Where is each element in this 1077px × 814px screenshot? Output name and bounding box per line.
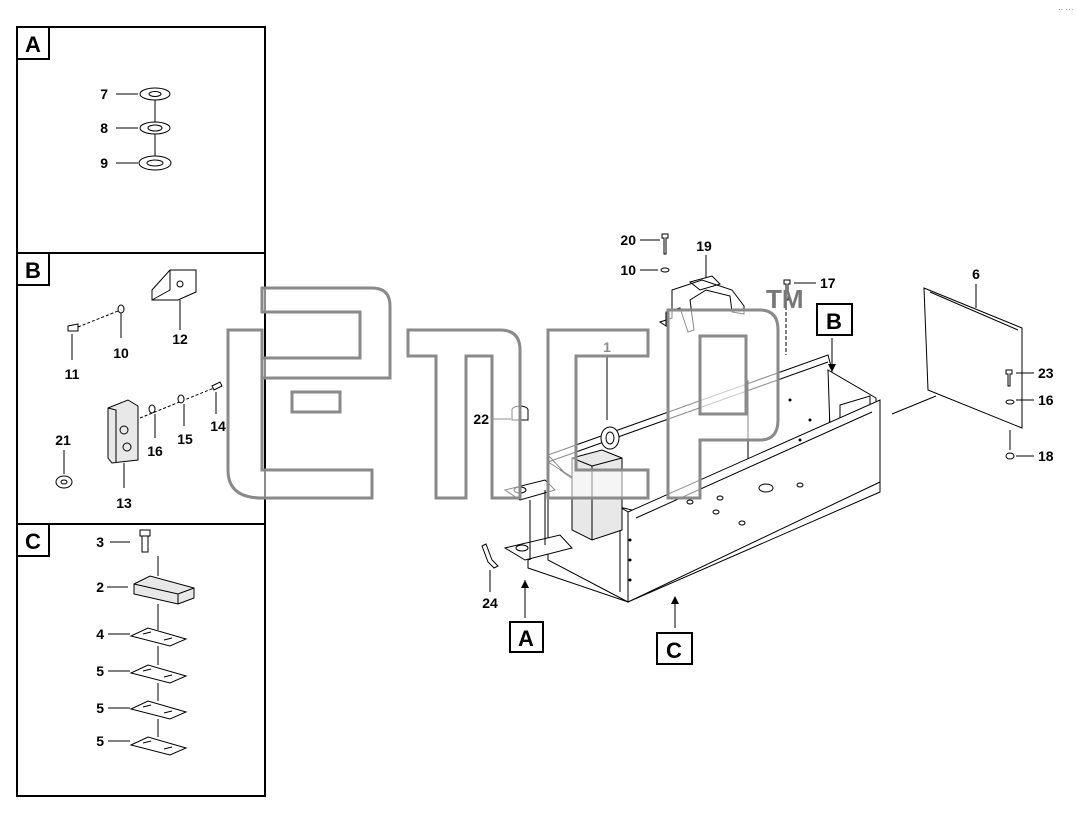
callout-21: 21 <box>55 432 71 448</box>
shim-5-b <box>129 700 188 720</box>
callout-20: 20 <box>620 232 636 248</box>
bolt-14 <box>211 381 223 391</box>
watermark-tm: TM <box>766 284 804 314</box>
corner-mark: ·· ··· <box>1058 5 1074 14</box>
callout-5-b: 5 <box>96 700 104 716</box>
nut-16-main <box>1005 399 1015 405</box>
callout-3: 3 <box>96 534 104 550</box>
callout-23: 23 <box>1038 365 1054 381</box>
callout-5-a: 5 <box>96 663 104 679</box>
callout-17: 17 <box>820 275 836 291</box>
callout-6: 6 <box>972 266 980 282</box>
callout-18: 18 <box>1038 448 1054 464</box>
panel-b-letter: B <box>25 258 41 283</box>
view-marker-c-box <box>656 632 693 665</box>
callout-5-c: 5 <box>96 733 104 749</box>
panel-a-letter: A <box>25 32 41 57</box>
callout-11: 11 <box>65 366 80 382</box>
washer-10-main <box>660 267 670 273</box>
callout-16-b: 16 <box>147 443 163 459</box>
washer-10-b <box>117 304 125 314</box>
pin-24 <box>481 543 499 569</box>
bolt-3 <box>139 529 151 537</box>
pin-11 <box>67 323 79 332</box>
callout-22: 22 <box>473 411 489 427</box>
callout-15: 15 <box>177 431 193 447</box>
callout-8: 8 <box>100 120 108 136</box>
callout-7: 7 <box>100 86 108 102</box>
callout-19: 19 <box>696 238 712 254</box>
nut-16-b <box>148 404 156 414</box>
shim-4 <box>129 627 188 647</box>
view-marker-a-box <box>509 621 544 653</box>
callout-16-main: 16 <box>1038 392 1054 408</box>
detail-panel-a: A 7 8 9 <box>16 26 266 254</box>
view-marker-a: A <box>518 626 534 651</box>
callout-24: 24 <box>482 595 498 611</box>
callout-10-b: 10 <box>113 345 129 361</box>
watermark-logo: TM <box>226 284 804 500</box>
nut-18 <box>1005 452 1015 460</box>
callout-4: 4 <box>96 626 104 642</box>
view-marker-b-box <box>816 303 853 336</box>
callout-14: 14 <box>210 418 226 434</box>
view-marker-c: C <box>666 638 682 663</box>
bracket-12 <box>151 269 197 301</box>
callout-9: 9 <box>100 155 108 171</box>
detail-panel-b: B 12 10 11 21 16 15 14 <box>16 252 266 525</box>
shim-5-a <box>129 664 188 684</box>
detail-panel-c: C <box>16 523 266 797</box>
callout-13: 13 <box>116 495 132 511</box>
cover-plate-6 <box>923 287 1023 429</box>
view-marker-b: B <box>826 309 842 334</box>
panel-c-letter: C <box>25 529 41 554</box>
callout-12: 12 <box>172 331 188 347</box>
nut-15 <box>177 394 185 404</box>
bolt-20 <box>661 233 669 255</box>
bolt-23 <box>1005 369 1013 387</box>
callout-2: 2 <box>96 579 104 595</box>
plate-2 <box>133 575 195 605</box>
cap-21 <box>55 475 73 489</box>
bolt-17 <box>783 279 791 301</box>
callout-10-main: 10 <box>620 262 636 278</box>
shim-5-c <box>129 736 188 756</box>
